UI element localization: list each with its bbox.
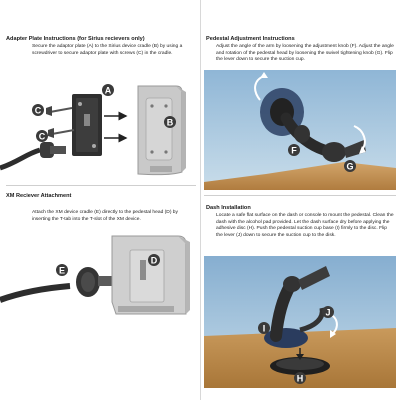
adapter-section-title: Adapter Plate Instructions (for Sirius r… — [6, 36, 145, 43]
xm-section-title: XM Reciever Attachment — [6, 193, 72, 199]
adapter-title-text: Adapter Plate Instructions — [6, 36, 76, 42]
callout-d-label: D — [151, 256, 158, 266]
callout-c-bottom — [36, 130, 48, 142]
adapter-title-note: (for Sirius recievers only) — [77, 36, 145, 42]
callout-j-label: J — [325, 308, 330, 318]
column-divider — [200, 0, 201, 400]
callout-g — [344, 160, 356, 172]
xm-instructions: Attach the XM device cradle (E) directly… — [32, 210, 178, 222]
callout-c-bottom-label: C — [39, 132, 46, 142]
left-section-divider — [6, 185, 196, 186]
callout-e — [56, 264, 68, 276]
callout-f — [288, 144, 300, 156]
right-section-divider — [204, 195, 396, 196]
callout-b-label: B — [167, 118, 174, 128]
callout-c-top — [32, 104, 44, 116]
dash-illustration: I J H — [204, 256, 396, 388]
callout-e-label: E — [59, 266, 65, 276]
callout-a-label: A — [105, 86, 112, 96]
screw-top — [46, 106, 73, 116]
pedestal-section-title: Pedestal Adjustment Instructions — [206, 36, 295, 42]
xm-illustration: D E — [0, 222, 200, 322]
dash-instructions: Locate a safe flat surface on the dash o… — [216, 213, 394, 238]
callout-g-label: G — [346, 162, 353, 172]
adapter-instructions: Secure the adaptor plate (A) to the Siri… — [32, 44, 183, 56]
callout-a — [102, 84, 114, 96]
callout-i-label: I — [263, 324, 266, 334]
callout-h-label: H — [297, 374, 304, 384]
callout-c-top-label: C — [35, 106, 42, 116]
screw-bottom — [48, 128, 75, 138]
pedestal-instructions: Adjust the angle of the arm by loosening… — [216, 44, 394, 63]
adapter-illustration: A B C C — [0, 76, 200, 181]
dash-section-title: Dash Installation — [206, 205, 251, 211]
callout-b — [164, 116, 176, 128]
callout-h — [294, 372, 306, 384]
pedestal-illustration: F G — [204, 70, 396, 190]
callout-i — [258, 322, 270, 334]
callout-d — [148, 254, 160, 266]
callout-f-label: F — [291, 146, 297, 156]
callout-j — [322, 306, 334, 318]
